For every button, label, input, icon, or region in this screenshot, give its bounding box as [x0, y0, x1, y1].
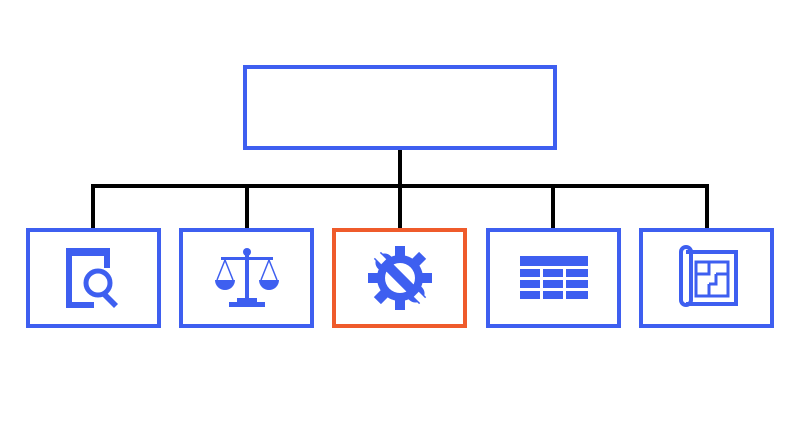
blueprint-icon — [678, 245, 738, 307]
document-search-icon — [65, 248, 118, 308]
table-grid-icon — [519, 256, 588, 299]
gear-wrench-icon — [367, 246, 432, 310]
child-node-table-grid[interactable] — [486, 228, 621, 328]
balance-scale-icon — [214, 248, 279, 307]
child-node-document-search[interactable] — [26, 228, 161, 328]
child-node-blueprint[interactable] — [639, 228, 774, 328]
child-node-balance-scale[interactable] — [179, 228, 314, 328]
child-node-gear-wrench[interactable] — [332, 228, 467, 328]
root-node[interactable] — [243, 65, 557, 150]
